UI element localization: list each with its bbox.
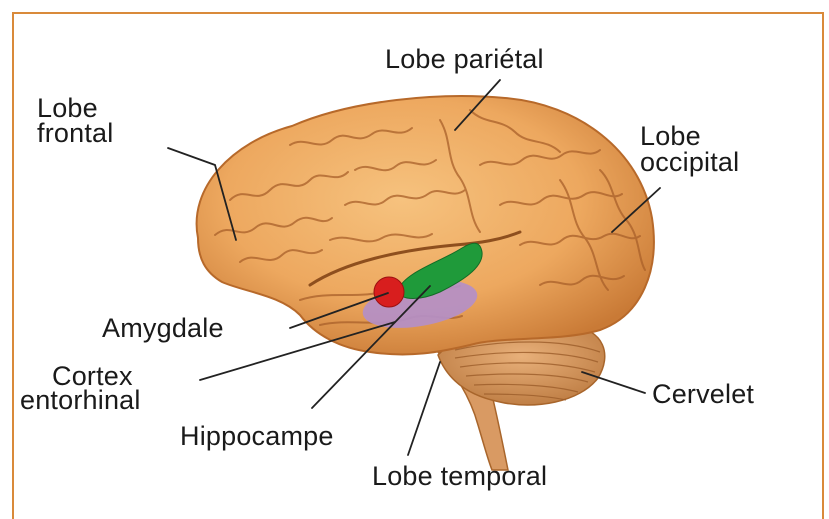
amygdala [374, 277, 404, 307]
label-parietal: Lobe pariétal [385, 47, 544, 71]
label-cerebellum: Cervelet [652, 382, 754, 406]
label-temporal: Lobe temporal [372, 464, 547, 488]
label-amygdala: Amygdale [102, 316, 224, 340]
label-occipital-line1: Lobe [640, 124, 701, 148]
label-occipital-line2: occipital [640, 150, 739, 174]
label-frontal-line2: frontal [37, 121, 113, 145]
label-hippocampus: Hippocampe [180, 424, 334, 448]
label-frontal-line1: Lobe [37, 96, 98, 120]
leader-temporal [408, 362, 440, 455]
label-entorhinal-line2: entorhinal [20, 388, 141, 412]
